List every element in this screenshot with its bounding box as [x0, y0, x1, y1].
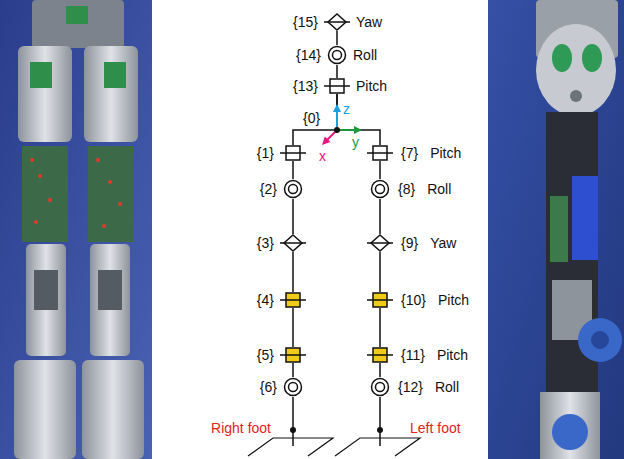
joint-symbol: {4}: [280, 292, 306, 308]
joint-number: {10}: [401, 292, 426, 308]
joint-outline: [367, 145, 393, 161]
joint-symbol: {1}: [280, 145, 306, 161]
joint-type: Pitch: [430, 145, 461, 161]
joint-symbol: {14}Roll: [327, 45, 347, 65]
joint-symbol: {15}Yaw: [324, 13, 350, 31]
joint-link: [336, 31, 338, 45]
joint-outline: [367, 292, 393, 308]
foot-plane: Left foot: [335, 428, 425, 456]
joint-number: {2}: [260, 181, 277, 197]
joint-link: [379, 363, 381, 377]
joint-number: {9}: [401, 235, 418, 251]
joint-link: [292, 308, 294, 347]
joint-number: {4}: [257, 292, 274, 308]
joint-symbol: {10}Pitch: [367, 292, 393, 308]
joint-number: {3}: [257, 235, 274, 251]
joint-symbol: {2}: [283, 179, 303, 199]
joint-symbol: {3}: [280, 234, 306, 252]
joint-type: Pitch: [438, 292, 469, 308]
joint-outline: [280, 292, 306, 308]
joint-outline: [280, 145, 306, 161]
joint-outline: [280, 234, 306, 252]
joint-number: {1}: [257, 145, 274, 161]
joint-type: Roll: [427, 181, 451, 197]
joint-symbol: {12}Roll: [370, 377, 390, 397]
joint-outline: [283, 377, 303, 397]
joint-number: {11}: [401, 347, 425, 363]
joint-number: {13}: [293, 78, 318, 94]
joint-link: [292, 397, 294, 428]
joint-outline: [283, 179, 303, 199]
joint-link: [379, 308, 381, 347]
joint-number: {6}: [260, 379, 277, 395]
joint-number: {15}: [293, 14, 318, 30]
joint-outline: [367, 234, 393, 252]
joint-symbol: {7}Pitch: [367, 145, 393, 161]
side-photo: [488, 0, 624, 459]
front-photo: [0, 0, 152, 459]
joint-symbol: {6}: [283, 377, 303, 397]
joint-type: Yaw: [430, 235, 456, 251]
joint-symbol: {9}Yaw: [367, 234, 393, 252]
joint-link: [379, 397, 381, 428]
joint-type: Roll: [435, 379, 459, 395]
joint-number: {5}: [257, 347, 274, 363]
joint-link: [293, 94, 337, 145]
joint-link: [379, 161, 381, 179]
joint-outline: [280, 347, 306, 363]
joint-outline: [370, 377, 390, 397]
joint-link: [379, 199, 381, 234]
joint-link: [336, 65, 338, 78]
joint-symbol: {11}Pitch: [367, 347, 393, 363]
joint-number: {14}: [296, 47, 321, 63]
foot-label: Left foot: [410, 420, 461, 436]
frame-label: {0}: [303, 110, 320, 126]
frame-origin: [334, 127, 340, 133]
joint-link: [292, 363, 294, 377]
joint-outline: [324, 13, 350, 31]
joint-outline: [324, 78, 350, 94]
z-arrowhead: [333, 104, 341, 112]
foot-label: Right foot: [211, 420, 271, 436]
x-arrowhead: [322, 137, 331, 146]
joint-number: {8}: [398, 181, 415, 197]
joint-outline: [327, 45, 347, 65]
joint-type: Pitch: [356, 78, 387, 94]
axis-label: z: [343, 101, 350, 117]
joint-type: Pitch: [437, 347, 468, 363]
joint-symbol: {13}Pitch: [324, 78, 350, 94]
joint-symbol: {5}: [280, 347, 306, 363]
y-arrowhead: [354, 126, 362, 134]
axis-label: x: [319, 148, 326, 164]
joint-outline: [370, 179, 390, 199]
joint-link: [292, 161, 294, 179]
joint-number: {12}: [398, 379, 423, 395]
joint-type: Yaw: [356, 14, 382, 30]
joint-type: Roll: [353, 47, 377, 63]
axis-label: y: [352, 134, 359, 150]
foot-plane: Right foot: [248, 428, 338, 456]
joint-number: {7}: [401, 145, 418, 161]
joint-symbol: {8}Roll: [370, 179, 390, 199]
joint-outline: [367, 347, 393, 363]
joint-link: [292, 252, 294, 292]
joint-link: [292, 199, 294, 234]
joint-link: [379, 252, 381, 292]
